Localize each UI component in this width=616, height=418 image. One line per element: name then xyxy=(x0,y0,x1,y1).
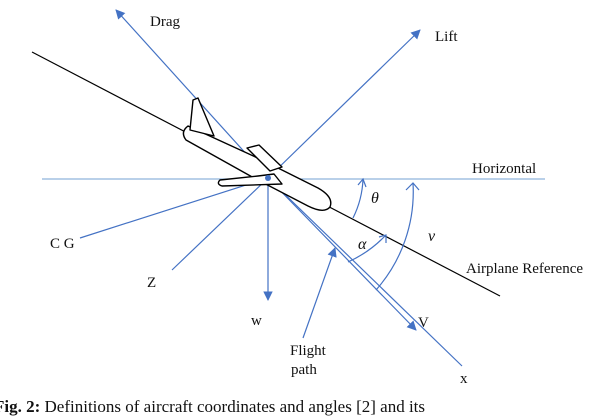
nu-arc-arrow xyxy=(405,182,420,191)
horizontal-label: Horizontal xyxy=(472,161,536,177)
cg-label: C G xyxy=(50,236,75,252)
drag-vector xyxy=(115,9,269,179)
airplane-reference-label: Airplane Reference xyxy=(466,261,583,277)
caption-text: Definitions of aircraft coordinates and … xyxy=(45,397,425,416)
z-axis-line xyxy=(171,177,269,271)
flight-path-label-line1: Flight xyxy=(290,343,327,359)
caption-label: Fig. 2: xyxy=(0,397,40,416)
flight-path-arrow xyxy=(302,247,337,339)
aircraft-icon xyxy=(182,97,332,211)
nu-label: ν xyxy=(428,228,436,245)
cg-point xyxy=(265,175,271,181)
cg-line xyxy=(79,177,269,239)
theta-arc-arrow xyxy=(357,177,367,188)
v-vector xyxy=(267,177,417,331)
w-label: w xyxy=(251,313,262,329)
x-axis-line xyxy=(267,177,463,367)
alpha-arc xyxy=(347,235,386,263)
figure-caption: Fig. 2: Definitions of aircraft coordina… xyxy=(0,397,425,416)
nu-arc xyxy=(375,182,414,291)
z-label: Z xyxy=(147,275,156,291)
theta-label: θ xyxy=(371,190,379,207)
alpha-label: α xyxy=(358,236,367,253)
v-label: V xyxy=(418,315,429,331)
x-label: x xyxy=(460,371,468,387)
flight-path-label-line2: path xyxy=(291,362,317,378)
alpha-arc-arrow xyxy=(378,234,387,243)
drag-label: Drag xyxy=(150,14,180,30)
lift-vector xyxy=(267,29,421,179)
lift-label: Lift xyxy=(435,29,458,45)
